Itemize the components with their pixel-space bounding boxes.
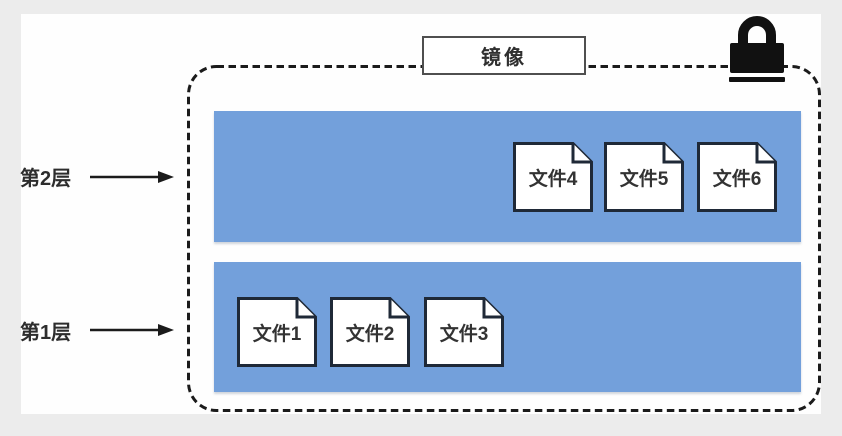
document-icon (330, 297, 410, 367)
file-label: 文件4 (528, 168, 578, 190)
file-icon: 文件5 (604, 142, 684, 212)
file-icon: 文件2 (330, 297, 410, 367)
lock-icon (729, 16, 785, 82)
file-label: 文件1 (252, 323, 302, 345)
document-icon (604, 142, 684, 212)
document-icon (237, 297, 317, 367)
file-icon: 文件4 (513, 142, 593, 212)
image-boundary-dashed-box (187, 65, 821, 412)
document-icon (513, 142, 593, 212)
image-title-label: 镜像 (481, 47, 527, 69)
file-label: 文件3 (439, 323, 489, 345)
layer-2-label: 第2层 (20, 168, 72, 190)
document-icon (424, 297, 504, 367)
arrow-right-icon (90, 324, 174, 336)
document-icon (697, 142, 777, 212)
file-label: 文件2 (345, 323, 395, 345)
file-icon: 文件6 (697, 142, 777, 212)
layer-1-label: 第1层 (20, 322, 72, 344)
file-label: 文件5 (619, 168, 669, 190)
arrow-right-icon (90, 171, 174, 183)
file-label: 文件6 (712, 168, 762, 190)
file-icon: 文件1 (237, 297, 317, 367)
file-icon: 文件3 (424, 297, 504, 367)
image-title-box: 镜像 (422, 36, 586, 75)
